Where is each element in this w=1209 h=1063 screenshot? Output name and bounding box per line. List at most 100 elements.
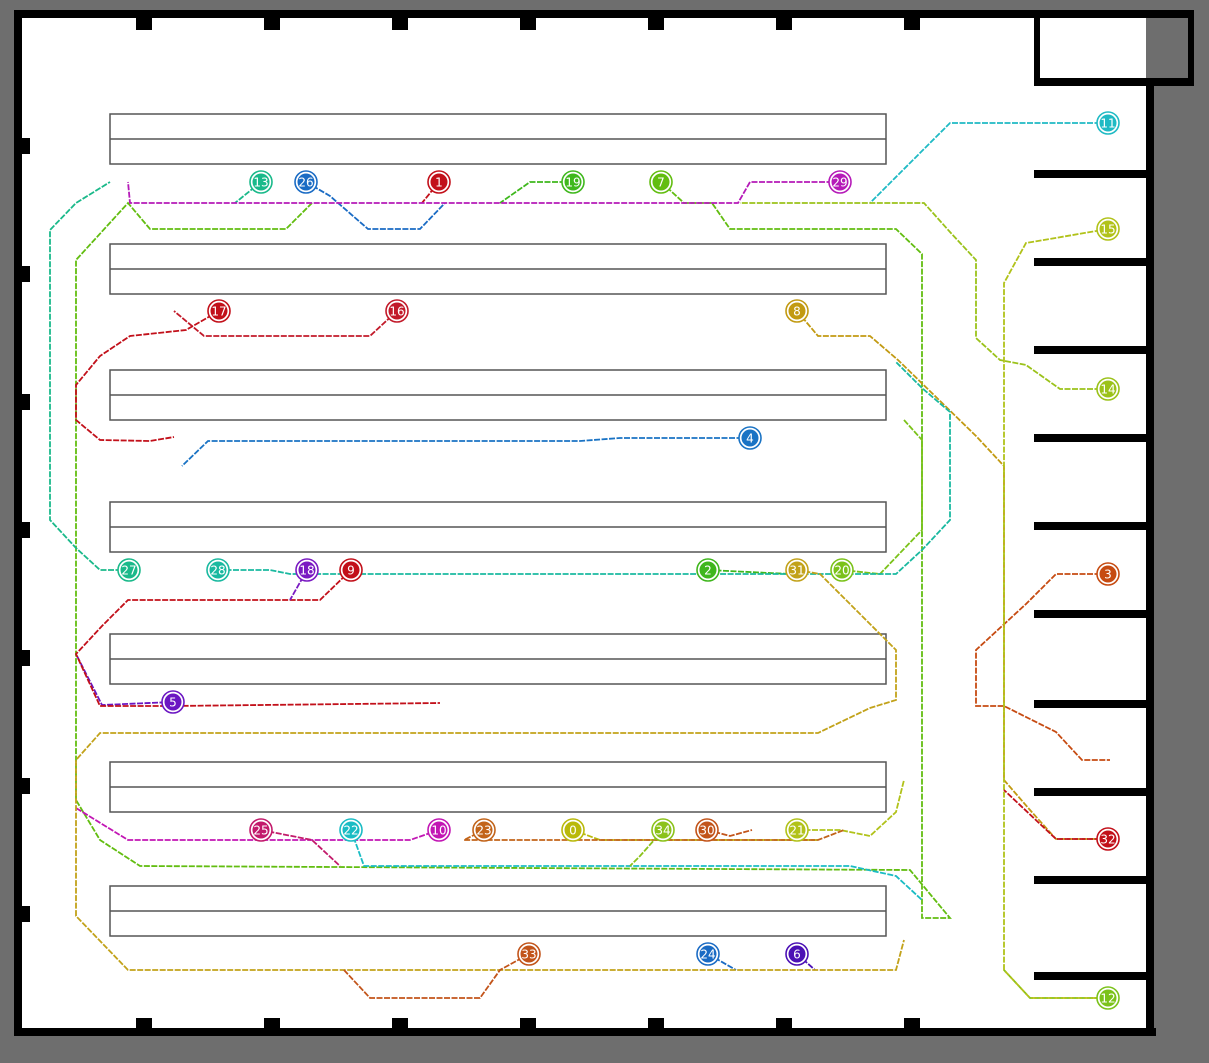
agent-label: 28 <box>210 564 225 578</box>
agent-marker[interactable]: 14 <box>1096 377 1120 401</box>
agent-path <box>181 437 750 467</box>
agent-marker-fill <box>430 821 448 839</box>
agent-label: 27 <box>121 564 136 578</box>
agent-marker-fill <box>164 693 182 711</box>
agent-marker-fill <box>475 821 493 839</box>
agent-marker-fill <box>788 821 806 839</box>
agent-marker-fill <box>831 173 849 191</box>
agent-marker[interactable]: 27 <box>117 558 141 582</box>
agent-marker-fill <box>699 561 717 579</box>
agent-marker-fill <box>833 561 851 579</box>
agent-marker[interactable]: 5 <box>161 690 185 714</box>
agent-path <box>75 807 440 841</box>
agent-marker[interactable]: 23 <box>472 818 496 842</box>
agent-marker[interactable]: 8 <box>785 299 809 323</box>
agent-marker-fill <box>120 561 138 579</box>
agent-marker[interactable]: 19 <box>561 170 585 194</box>
agent-marker[interactable]: 30 <box>695 818 719 842</box>
agent-marker-fill <box>520 945 538 963</box>
warehouse-walls <box>14 10 1194 1036</box>
agent-label: 22 <box>343 824 358 838</box>
agent-label: 6 <box>793 948 801 962</box>
agent-marker[interactable]: 15 <box>1096 217 1120 241</box>
agent-path <box>260 829 341 867</box>
agent-path <box>463 829 845 841</box>
agent-marker[interactable]: 11 <box>1096 111 1120 135</box>
agent-marker[interactable]: 13 <box>249 170 273 194</box>
agent-marker[interactable]: 24 <box>696 942 720 966</box>
agent-label: 12 <box>1100 992 1115 1006</box>
agent-marker[interactable]: 31 <box>785 558 809 582</box>
agent-marker-fill <box>210 302 228 320</box>
agent-label: 18 <box>299 564 314 578</box>
agent-label: 32 <box>1100 833 1115 847</box>
agent-label: 17 <box>211 305 226 319</box>
agent-marker-fill <box>564 173 582 191</box>
shelf-rack <box>109 501 887 553</box>
agent-path <box>1003 789 1108 840</box>
agent-label: 7 <box>657 176 665 190</box>
agent-marker-fill <box>699 945 717 963</box>
agent-marker-fill <box>1099 989 1117 1007</box>
agent-marker[interactable]: 12 <box>1096 986 1120 1010</box>
agent-marker[interactable]: 32 <box>1096 827 1120 851</box>
agent-marker[interactable]: 9 <box>339 558 363 582</box>
agent-label: 21 <box>789 824 804 838</box>
agent-marker-fill <box>1099 830 1117 848</box>
agent-marker[interactable]: 34 <box>651 818 675 842</box>
agent-marker[interactable]: 33 <box>517 942 541 966</box>
agent-marker[interactable]: 10 <box>427 818 451 842</box>
agent-marker[interactable]: 20 <box>830 558 854 582</box>
agent-path <box>343 953 530 999</box>
agent-marker-fill <box>788 302 806 320</box>
agent-marker-fill <box>1099 114 1117 132</box>
agent-marker[interactable]: 28 <box>206 558 230 582</box>
agent-marker[interactable]: 3 <box>1096 562 1120 586</box>
agent-marker[interactable]: 0 <box>561 818 585 842</box>
agent-marker-fill <box>1099 565 1117 583</box>
agent-marker[interactable]: 1 <box>427 170 451 194</box>
agent-marker-fill <box>788 945 806 963</box>
agent-label: 31 <box>789 564 804 578</box>
agent-marker[interactable]: 7 <box>649 170 673 194</box>
agent-marker-fill <box>252 821 270 839</box>
agent-marker-fill <box>788 561 806 579</box>
agent-path <box>841 419 923 575</box>
agent-marker[interactable]: 2 <box>696 558 720 582</box>
agent-label: 26 <box>298 176 313 190</box>
agent-marker[interactable]: 16 <box>385 299 409 323</box>
agent-label: 24 <box>700 948 715 962</box>
agent-marker-fill <box>1099 380 1117 398</box>
agent-label: 33 <box>521 948 536 962</box>
agent-marker[interactable]: 22 <box>339 818 363 842</box>
agent-marker[interactable]: 4 <box>738 426 762 450</box>
agent-label: 30 <box>699 824 714 838</box>
agent-marker-fill <box>698 821 716 839</box>
warehouse-floor <box>22 18 1146 1028</box>
agent-marker[interactable]: 18 <box>295 558 319 582</box>
agent-marker-fill <box>388 302 406 320</box>
agent-label: 13 <box>253 176 268 190</box>
agent-marker[interactable]: 26 <box>294 170 318 194</box>
shelf-rack <box>109 113 887 165</box>
agent-marker[interactable]: 25 <box>249 818 273 842</box>
shelf-rack <box>109 243 887 295</box>
agent-marker[interactable]: 29 <box>828 170 852 194</box>
agent-marker[interactable]: 6 <box>785 942 809 966</box>
agent-label: 14 <box>1100 383 1115 397</box>
agent-marker-fill <box>564 821 582 839</box>
agent-marker-fill <box>741 429 759 447</box>
agent-label: 19 <box>565 176 580 190</box>
agent-marker[interactable]: 17 <box>207 299 231 323</box>
agent-marker-fill <box>297 173 315 191</box>
agent-marker[interactable]: 21 <box>785 818 809 842</box>
agent-label: 4 <box>746 432 754 446</box>
agent-path <box>75 310 220 442</box>
agent-path <box>740 202 1108 390</box>
agent-path <box>218 361 951 575</box>
shelf-rack <box>109 633 887 685</box>
agent-path <box>49 181 129 571</box>
